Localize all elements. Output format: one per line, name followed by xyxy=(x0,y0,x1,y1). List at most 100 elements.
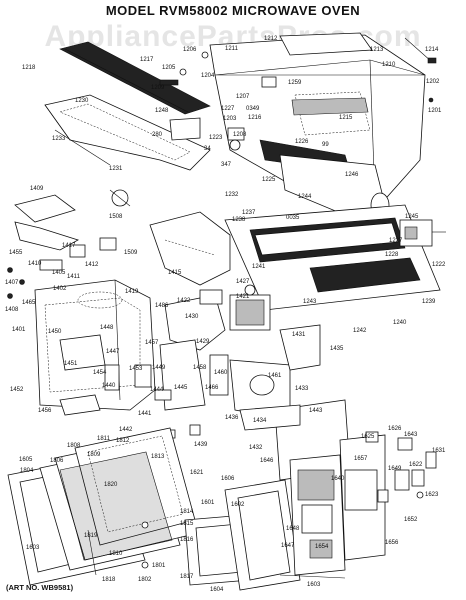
part-label: 1647 xyxy=(281,543,295,549)
part-label: 1621 xyxy=(190,470,204,476)
part-label: 1453 xyxy=(129,366,143,372)
part-label: 1443 xyxy=(309,408,323,414)
part-label: 1816 xyxy=(180,537,194,543)
part-label: 1444 xyxy=(150,387,164,393)
vent-panel xyxy=(224,204,441,311)
part-label: 1460 xyxy=(214,370,228,376)
part-label: 1486 xyxy=(155,303,169,309)
part-label: 1228 xyxy=(385,252,399,258)
part-label: 1649 xyxy=(388,466,402,472)
part-label: 1215 xyxy=(339,115,353,121)
part-label: 1242 xyxy=(353,328,367,334)
part-label: 1445 xyxy=(174,385,188,391)
part-label: 1427 xyxy=(236,279,250,285)
part-label: 1201 xyxy=(428,108,442,114)
part-label: 1231 xyxy=(109,166,123,172)
part-label: 1238 xyxy=(232,217,246,223)
left-side-rail xyxy=(44,94,211,171)
part-label: 1458 xyxy=(193,365,207,371)
part-label: 1652 xyxy=(404,517,418,523)
part-label: 1812 xyxy=(116,438,130,444)
part-label: 1447 xyxy=(106,349,120,355)
part-label: 1243 xyxy=(303,299,317,305)
part-label: 1802 xyxy=(138,577,152,583)
part-label: 0349 xyxy=(246,106,260,112)
part-label: 1246 xyxy=(345,172,359,178)
part-label: 1214 xyxy=(425,47,439,53)
part-label: 1806 xyxy=(50,458,64,464)
part-label: 1461 xyxy=(268,373,282,379)
part-label: 1217 xyxy=(140,57,154,63)
part-label: 1434 xyxy=(253,418,267,424)
part-label: 1431 xyxy=(292,332,306,338)
part-label: 1811 xyxy=(97,436,111,442)
part-label: 1622 xyxy=(409,462,423,468)
part-label: 1230 xyxy=(75,98,89,104)
part-label: 1449 xyxy=(152,365,166,371)
part-label: 1241 xyxy=(252,264,266,270)
door-frame xyxy=(184,479,301,591)
part-label: 1208 xyxy=(233,132,247,138)
part-label: 1648 xyxy=(286,526,300,532)
part-label: 1410 xyxy=(28,261,42,267)
part-label: 1433 xyxy=(295,386,309,392)
part-label: 1508 xyxy=(109,214,123,220)
part-label: 1411 xyxy=(67,274,81,280)
part-label: 1819 xyxy=(84,533,98,539)
part-label: 1223 xyxy=(209,135,223,141)
part-label: 1466 xyxy=(205,385,219,391)
part-label: 1225 xyxy=(262,177,276,183)
part-label: 1815 xyxy=(180,521,194,527)
part-label: 1436 xyxy=(225,415,239,421)
part-label: 1654 xyxy=(315,544,329,550)
part-label: 1605 xyxy=(19,457,33,463)
part-label: 1415 xyxy=(168,270,182,276)
part-label: 1212 xyxy=(264,36,278,42)
part-label: 1442 xyxy=(119,427,133,433)
part-label: 1813 xyxy=(151,454,165,460)
part-label: 1202 xyxy=(426,79,440,85)
part-label: 1810 xyxy=(109,551,123,557)
part-label: 1454 xyxy=(93,370,107,376)
part-label: 1626 xyxy=(388,426,402,432)
part-label: 1429 xyxy=(196,339,210,345)
part-label: 1643 xyxy=(404,432,418,438)
part-label: 1625 xyxy=(361,434,375,440)
part-label: 1452 xyxy=(10,387,24,393)
part-label: 1809 xyxy=(87,452,101,458)
part-label: 1203 xyxy=(223,116,237,122)
part-label: 1205 xyxy=(162,65,176,71)
part-label: 1222 xyxy=(432,262,446,268)
part-label: 1509 xyxy=(124,250,138,256)
part-label: 1623 xyxy=(425,492,439,498)
magnetron xyxy=(229,284,271,331)
small-parts-top xyxy=(159,37,437,103)
part-label: 34 xyxy=(204,146,211,152)
part-label: 1640 xyxy=(331,476,345,482)
diagram-title: MODEL RVM58002 MICROWAVE OVEN xyxy=(105,3,361,18)
part-label: 1407 xyxy=(5,280,19,286)
part-label: 1430 xyxy=(185,314,199,320)
part-label: 1409 xyxy=(30,186,44,192)
part-label: 1405 xyxy=(52,270,66,276)
part-label: 1441 xyxy=(138,411,152,417)
part-label: 1631 xyxy=(432,448,446,454)
part-label: 1440 xyxy=(102,383,116,389)
right-small-parts xyxy=(365,431,437,503)
part-label: 1216 xyxy=(248,115,262,121)
part-label: 1656 xyxy=(385,540,399,546)
part-label: 1817 xyxy=(180,574,194,580)
part-label: 1417 xyxy=(62,243,76,249)
part-label: 1233 xyxy=(52,136,66,142)
part-label: 1439 xyxy=(194,442,208,448)
part-label: 1408 xyxy=(5,307,19,313)
part-label: 347 xyxy=(221,162,232,168)
part-label: 1818 xyxy=(102,577,116,583)
part-label: 1814 xyxy=(180,509,194,515)
middle-components xyxy=(59,324,321,439)
part-label: 1804 xyxy=(20,468,34,474)
part-label: 1209 xyxy=(151,85,165,91)
part-label: 1808 xyxy=(67,443,81,449)
part-label: 1657 xyxy=(354,456,368,462)
